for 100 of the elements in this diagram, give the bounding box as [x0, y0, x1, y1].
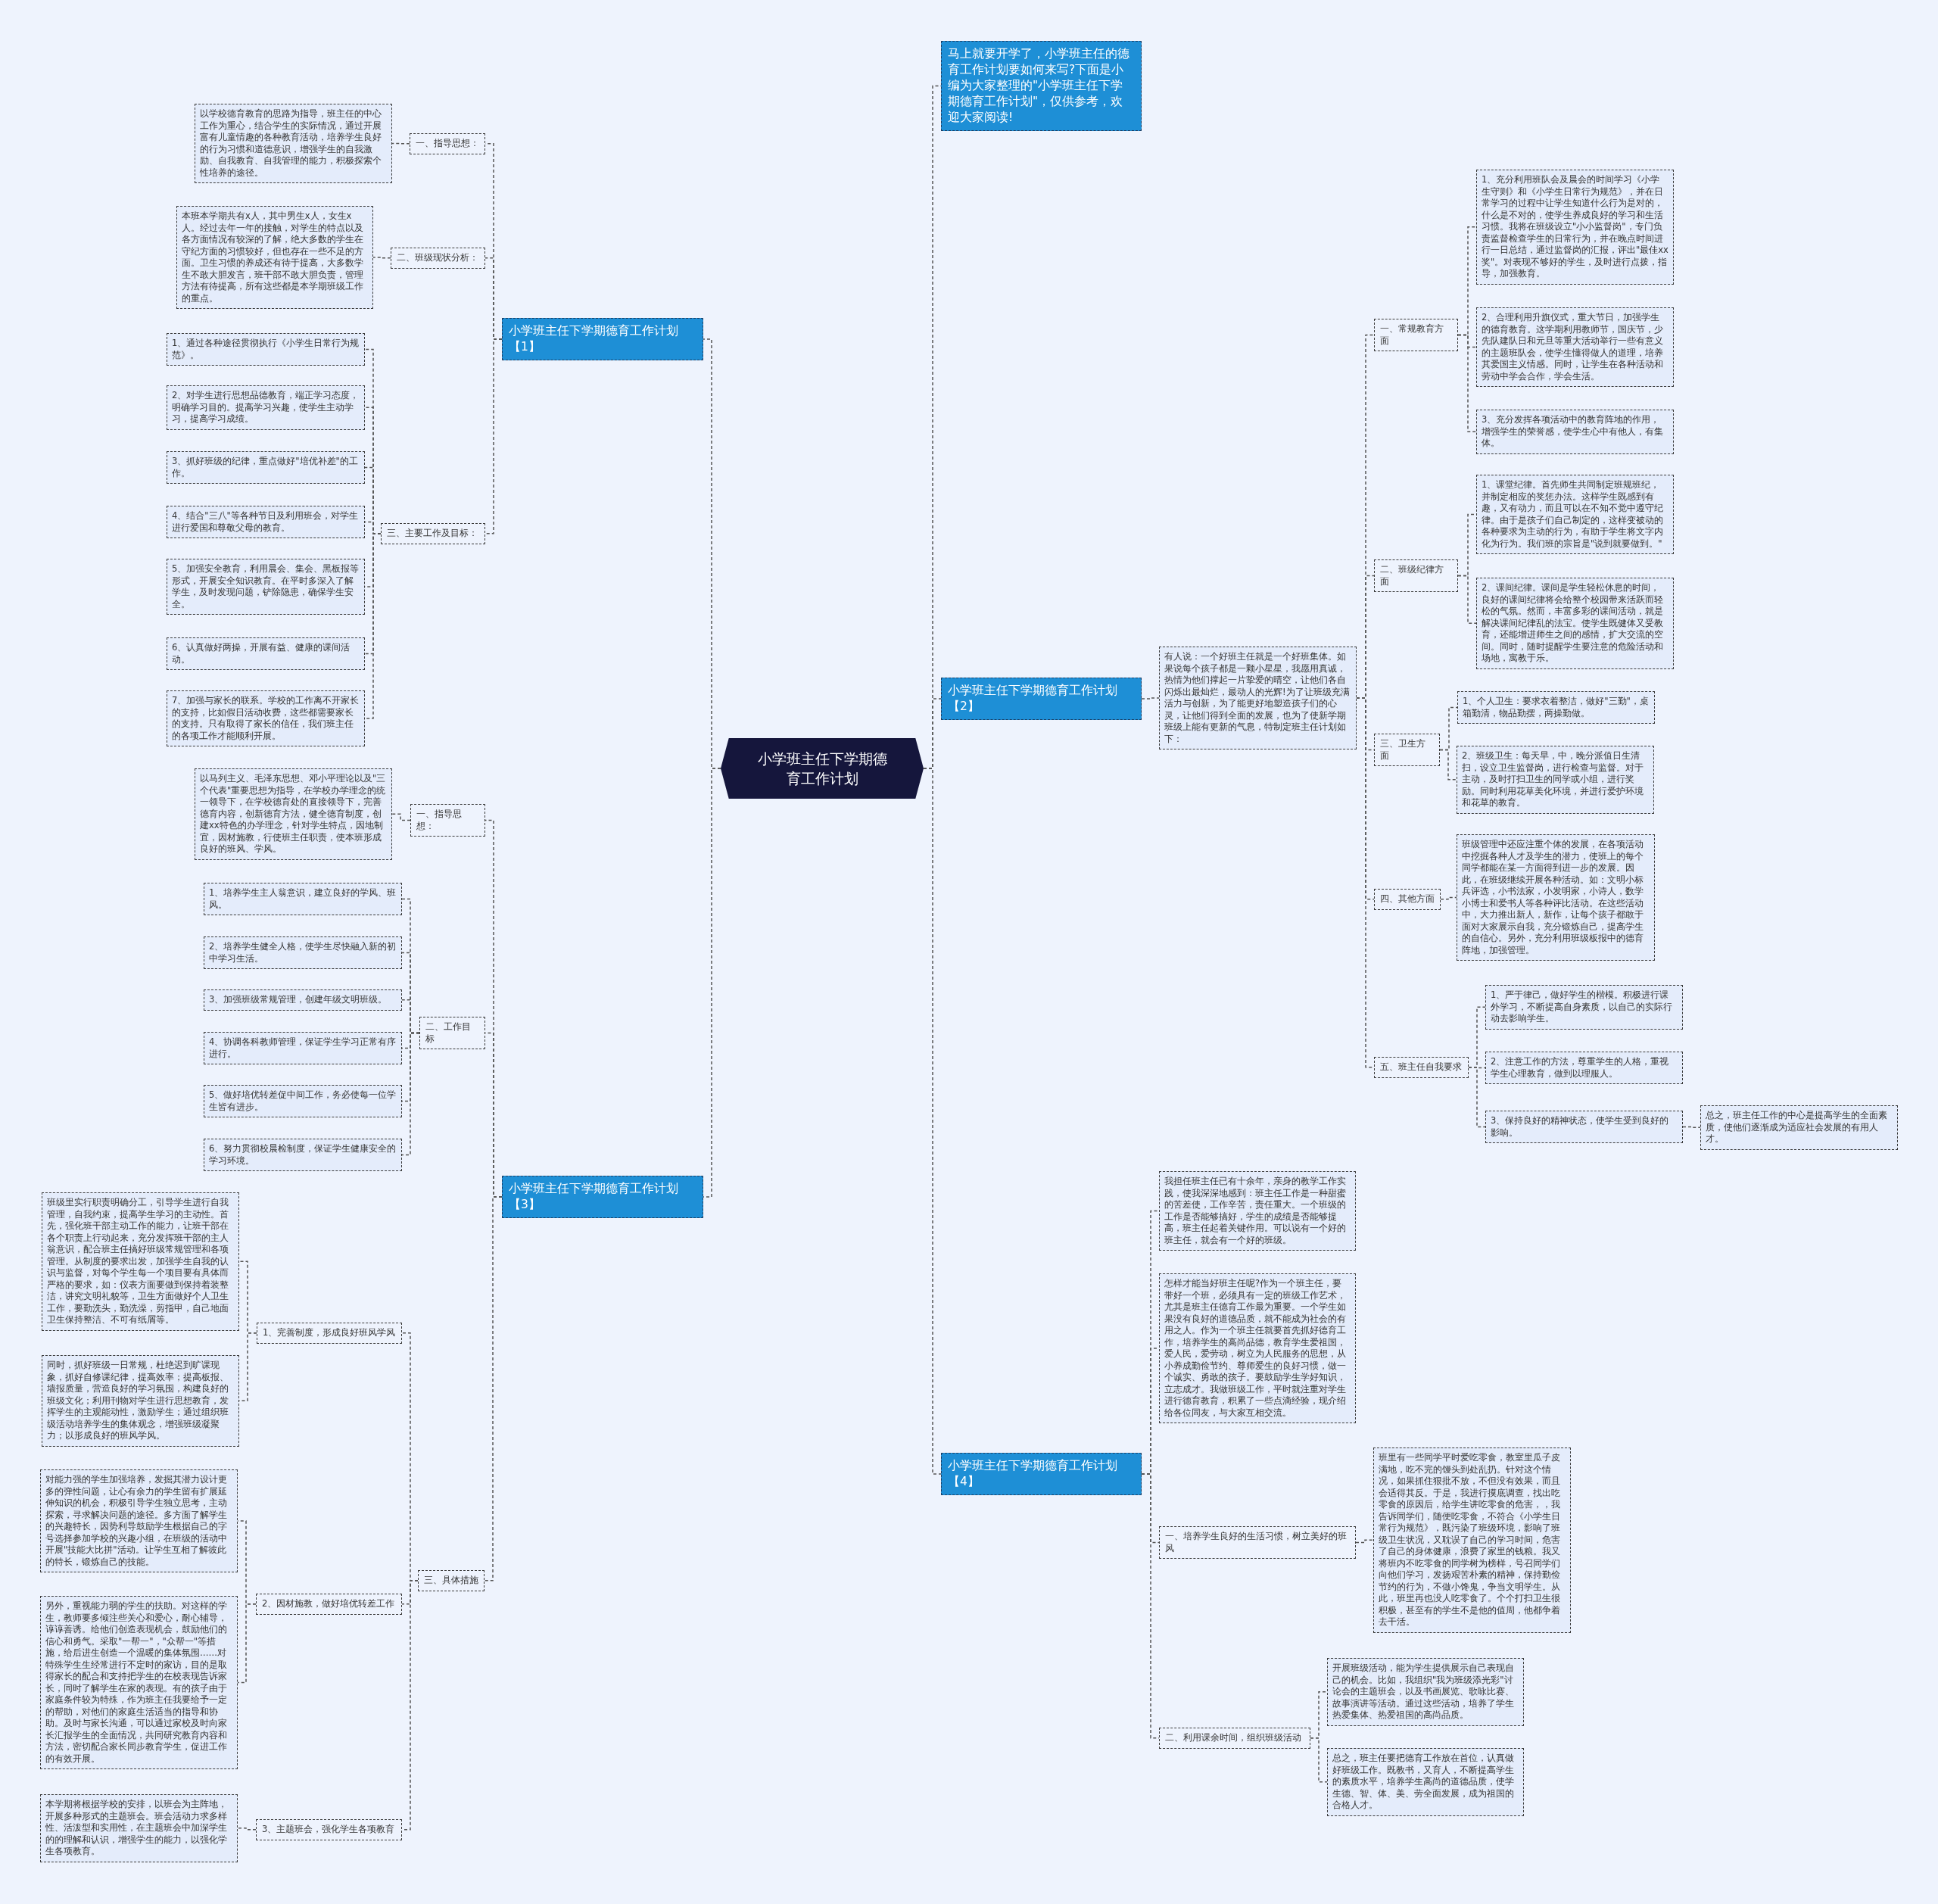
- connector-line: [1141, 697, 1160, 700]
- branch-topic: [941, 41, 1142, 131]
- text-box: [1476, 307, 1674, 387]
- topic-text: 三、主要工作及目标：: [387, 528, 478, 540]
- connector-line: [372, 257, 391, 259]
- subtopic-box: [256, 1594, 402, 1615]
- connector-line: [391, 142, 410, 145]
- subtopic-box: [419, 1017, 485, 1049]
- connector-line: [484, 1196, 503, 1581]
- text-box: [40, 1469, 238, 1572]
- text-box: [42, 1355, 239, 1447]
- topic-text: 一、指导思想：: [416, 809, 463, 832]
- topic-text: 总之，班主任工作的中心是提高学生的全面素质，使他们逐渐成为适应社会发展的有用人才。: [1706, 1110, 1888, 1145]
- text-box: [1476, 578, 1674, 669]
- subtopic-box: [1159, 1728, 1310, 1749]
- text-box: [195, 104, 392, 183]
- topic-text: 总之，班主任要把德育工作放在首位，认真做好班级工作。既教书，又育人，不断提高学生的素质水平，培养学生高尚的道德品质，使学生德、智、体、美、劳全面发展，成为祖国的合格人才。: [1332, 1753, 1515, 1812]
- topic-text: 以马列主义、毛泽东思想、邓小平理论以及"三个代表"重要思想为指导，在学校办学理念的统一领导下，在学校德育处的直接领导下，完善德育内容，创新德育方法，健全德育制度，创建xx特色的办学理念，针对学生特点，因地制宜，因材施教，行使班主任职责，使本班形成良好的班风、学风。: [200, 773, 387, 855]
- connector-line: [391, 813, 411, 821]
- topic-text: 1、课堂纪律。首先师生共同制定班规班纪，并制定相应的奖惩办法。这样学生既感到有趣，又有动力，而且可以在不知不觉中遵守纪律。由于是孩子们自己制定的，这样变被动的各种要求为主动的行为，有助于学生将文字内化为行为。我们班的宗旨是"说到就要做到。": [1482, 479, 1664, 550]
- topic-text: 怎样才能当好班主任呢?作为一个班主任，要带好一个班，必须具有一定的班级工作艺术，尤其是班主任德育工作最为重要。一个学生如果没有良好的道德品质，就不能成为社会的有用之人。作为一个班主任就要首先抓好德育工作，培养学生的高尚品德，教育学生爱祖国，爱人民，爱劳动，树立为人民服务的思想，从小养成勤俭节约、尊师爱生的良好习惯，做一个诚实、勇敢的孩子。要鼓励学生学好知识，立志成才。我做班级工作，平时就注重对学生进行德育教育，积累了一些点滴经验，现介绍给各位同友，与大家互相交流。: [1164, 1278, 1347, 1419]
- branch-topic: [941, 678, 1142, 720]
- text-box: [1476, 475, 1674, 554]
- topic-text: 小学班主任下学期德育工作计划【3】: [509, 1181, 679, 1213]
- connector-line: [484, 338, 503, 534]
- topic-text: 1、完善制度，形成良好班风学风: [263, 1327, 396, 1339]
- topic-text: 3、充分发挥各项活动中的教育阵地的作用，增强学生的荣誉感，使学生心中有他人，有集体。: [1482, 414, 1664, 450]
- text-box: [1327, 1658, 1524, 1726]
- topic-text: 本班本学期共有x人，其中男生x人，女生x人。经过去年一年的接触，对学生的特点以及各方面情况有较深的了解，绝大多数的学生在守纪方面的习惯较好，但也存在一些不足的方面。卫生习惯的养成还有待于提高，大多数学生不敢大胆发言，班干部不敢大胆负责，管理方法有待提高，所有这些都是本学期班级工作的重点。: [182, 210, 364, 304]
- topic-text: 4、协调各科教师管理，保证学生学习正常有序进行。: [209, 1036, 397, 1060]
- text-box: [1159, 1171, 1356, 1251]
- subtopic-box: [1374, 889, 1441, 910]
- subtopic-box: [418, 1570, 484, 1591]
- topic-text: 小学班主任下学期德育工作计划: [756, 749, 888, 788]
- connector-line: [1457, 334, 1477, 432]
- topic-text: 4、结合"三八"等各种节日及利用班会，对学生进行爱国和尊敬父母的教育。: [172, 510, 359, 534]
- text-box: [1485, 985, 1683, 1030]
- topic-text: 7、加强与家长的联系。学校的工作离不开家长的支持，比如假日活动收费，这些都需要家长的支持。只有取得了家长的信任，我们班主任的各项工作才能顺利开展。: [172, 695, 360, 742]
- topic-text: 2、注意工作的方法，尊重学生的人格，重视学生心理教育，做到以理服人。: [1491, 1056, 1670, 1080]
- topic-text: 二、班级纪律方面: [1380, 564, 1444, 587]
- text-box: [204, 1085, 402, 1117]
- text-box: [167, 333, 365, 366]
- connector-line: [1355, 1539, 1374, 1544]
- topic-text: 同时，抓好班级一日常规，杜绝迟到旷课现象，抓好自修课纪律，提高效率；提高板报、墙报质量，营造良好的学习氛围，构建良好的班级文化；利用刊物对学生进行思想教育，发挥学生的主观能动性，激励学生；通过组织班级活动培养学生的集体观念，增强班级凝聚力；以形成良好的班风学风。: [47, 1360, 229, 1442]
- topic-text: 对能力强的学生加强培养，发掘其潜力设计更多的弹性问题，让心有余力的学生留有扩展延伸知识的机会，积极引导学生独立思考，主动探索，寻求解决问题的途径。多方面了解学生的兴趣特长，因势利导鼓励学生根据自己的字号选择参加学校的兴趣小组，在班级的活动中开展"技能大比拼"活动。让学生互相了解彼此的特长，锻炼自己的技能。: [45, 1474, 228, 1568]
- text-box: [167, 690, 365, 746]
- topic-text: 1、个人卫生：要求衣着整洁，做好"三勤"，桌箱勤清，物品勤摆，两操勤做。: [1463, 696, 1650, 719]
- connector-line: [401, 1032, 420, 1156]
- text-box: [204, 883, 402, 915]
- topic-text: 3、抓好班级的纪律，重点做好"培优补差"的工作。: [172, 456, 359, 479]
- topic-text: 6、认真做好两操，开展有益、健康的课间活动。: [172, 642, 351, 665]
- subtopic-box: [1374, 734, 1440, 766]
- branch-topic: [502, 1176, 703, 1218]
- text-box: [204, 1139, 402, 1171]
- topic-text: 1、严于律己，做好学生的楷模。积极进行课外学习，不断提高自身素质，以自己的实际行动去影响学生。: [1491, 989, 1673, 1025]
- topic-text: 1、充分利用班队会及晨会的时间学习《小学生守则》和《小学生日常行为规范》，并在日常学习的过程中让学生知道什么行为是对的，什么是不对的，使学生养成良好的学习和生活习惯。我将在班级设立"小小监督岗"，专门负责监督检查学生的日常行为，并在晚点时间进行一日总结，通过监督岗的汇报，评出"最佳xx奖"。对表现不够好的学生，及时进行点拨，指导，加强教育。: [1482, 174, 1668, 280]
- text-box: [40, 1794, 238, 1862]
- topic-text: 2、合理利用升旗仪式，重大节日，加强学生的德育教育。这学期利用教师节，国庆节，少先队建队日和元旦等重大活动举行一些有意义的主题班队会，使学生懂得做人的道理，培养其爱国主义情感。同时，让学生在各种活动和劳动中学会合作，学会生活。: [1482, 312, 1664, 382]
- subtopic-box: [257, 1323, 402, 1344]
- text-box: [167, 559, 365, 615]
- topic-text: 开展班级活动，能为学生提供展示自己表现自己的机会。比如，我组织"我为班级添光彩"讨论会的主题班会，以及书画展览、歌咏比赛、故事演讲等活动。通过这些活动，培养了学生热爱集体、热爱祖国的高尚品质。: [1332, 1662, 1515, 1722]
- topic-text: 2、培养学生健全人格，使学生尽快融入新的初中学习生活。: [209, 941, 397, 964]
- connector-line: [364, 533, 382, 719]
- topic-text: 3、保持良好的精神状态，使学生受到良好的影响。: [1491, 1115, 1670, 1139]
- subtopic-box: [410, 804, 485, 837]
- subtopic-box: [1374, 559, 1458, 592]
- text-box: [204, 936, 402, 969]
- topic-text: 以学校德育教育的思路为指导，班主任的中心工作为重心，结合学生的实际情况，通过开展富有儿童情趣的各种教育活动，培养学生良好的行为习惯和道德意识，增强学生的自我激励、自我教育、自我管理的能力，积极探索个性培养的途径。: [200, 108, 382, 179]
- topic-text: 四、其他方面: [1380, 893, 1435, 905]
- subtopic-box: [1374, 319, 1458, 351]
- subtopic-box: [256, 1819, 402, 1840]
- topic-text: 小学班主任下学期德育工作计划【2】: [948, 683, 1118, 715]
- topic-text: 小学班主任下学期德育工作计划【1】: [509, 323, 679, 355]
- topic-text: 另外，重视能力弱的学生的扶助。对这样的学生，教师要多倾注些关心和爱心，耐心辅导，谆谆善诱。给他们创造表现机会，鼓励他们的信心和勇气。采取"一帮一"，"众帮一"等措施，给后进生创造一个温暖的集体氛围……对特殊学生生经常进行不定时的家访，目的是取得家长的配合和支持把学生的在校表现告诉家长，同时了解学生在家的表现。有的孩子由于家庭条件较为特殊，作为班主任我要给予一定的帮助，对他们的家庭生活适当的指导和协助。及时与家长沟通，可以通过家校及时向家长汇报学生的全面情况，共同研究教育内容和方法，密切配合家长同步教育学生，促进工作的有效开展。: [45, 1600, 228, 1765]
- topic-text: 一、培养学生良好的生活习惯，树立美好的班风: [1165, 1531, 1348, 1554]
- subtopic-box: [391, 248, 485, 269]
- connector-line: [237, 1828, 257, 1831]
- text-box: [1700, 1105, 1898, 1150]
- connector-line: [1457, 575, 1477, 624]
- topic-text: 班级管理中还应注重个体的发展，在各项活动中挖掘各种人才及学生的潜力，使班上的每个同学都能在某一方面得到进一步的发展。因此，在班级继续开展各种活动。如：文明小标兵评选，小书法家，小发明家，小诗人，数学小博士和爱书人等各种评比活动。在这些活动中，大力推出新人，新作，让每个孩子都敢于面对大家展示自我，充分锻炼自己，提高学生的自信心。另外，充分利用班级板报中的德育阵地，加强管理。: [1462, 839, 1644, 956]
- text-box: [1327, 1748, 1524, 1816]
- topic-text: 班里有一些同学平时爱吃零食，教室里瓜子皮满地，吃不完的馒头到处乱扔。针对这个情况，如果抓住狠批不放，不但没有效果，而且会适得其反。于是，我进行摸底调查，找出吃零食的原因后，给学生讲吃零食的危害，，我告诉同学们，随便吃零食，不符合《小学生日常行为规范》，既污染了班级环境，影响了班级卫生状况，又耽误了自己的学习时间，危害了自己的身体健康，浪费了家里的钱粮。我又将班内不吃零食的同学树为榜样，号召同学们向他们学习，发扬艰苦朴素的精神，保持勤俭节约的行为，不做小馋鬼，争当文明学生。从此，班里再也没人吃零食了。个个打扫卫生很积极，甚至有的学生不是他的值周，他都争着去干活。: [1379, 1452, 1561, 1628]
- text-box: [204, 1032, 402, 1064]
- subtopic-box: [381, 523, 485, 544]
- topic-text: 2、对学生进行思想品德教育，端正学习态度，明确学习目的。提高学习兴趣，使学生主动学习，提高学习成绩。: [172, 390, 360, 425]
- topic-text: 1、培养学生主人翁意识，建立良好的学风、班风。: [209, 887, 397, 911]
- subtopic-box: [1159, 1526, 1356, 1559]
- text-box: [204, 989, 402, 1011]
- topic-text: 6、努力贯彻校晨检制度，保证学生健康安全的学习环境。: [209, 1143, 397, 1167]
- text-box: [1457, 746, 1654, 814]
- connector-line: [237, 1603, 257, 1684]
- topic-text: 一、指导思想：: [416, 138, 479, 150]
- branch-topic: [502, 318, 703, 360]
- topic-text: 2、班级卫生：每天早，中，晚分派值日生清扫，设立卫生监督岗，进行检查与监督。对于主动，及时打扫卫生的同学或小组，进行奖励。同时利用花草美化环境，并进行爱护环境和花草的教育。: [1462, 750, 1644, 809]
- topic-text: 二、利用课余时间，组织班级活动: [1165, 1732, 1302, 1744]
- connector-line: [1440, 896, 1457, 900]
- connector-line: [1439, 749, 1457, 781]
- connector-line: [1682, 1126, 1701, 1128]
- topic-text: 三、具体措施: [424, 1575, 478, 1587]
- text-box: [167, 506, 365, 538]
